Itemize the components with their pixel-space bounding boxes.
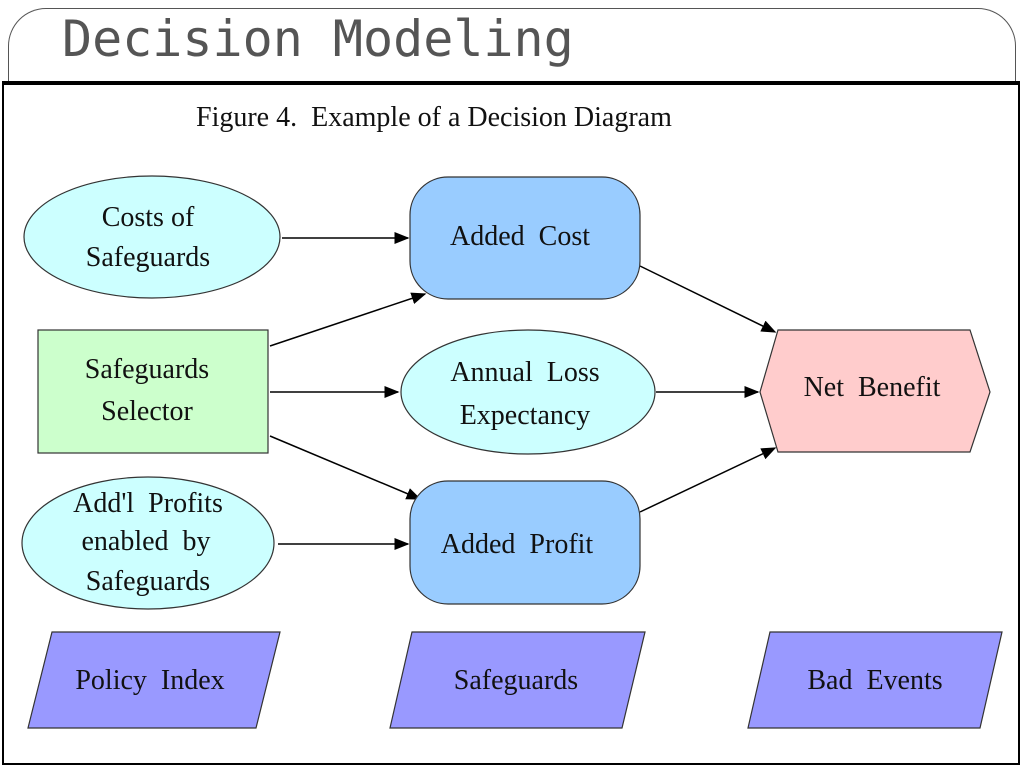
slide-title: Decision Modeling <box>62 10 574 68</box>
node-label: Added Profit <box>441 529 594 560</box>
node-safeguards-selector: Safeguards Selector <box>37 329 269 454</box>
node-shape <box>400 329 656 455</box>
edge-selector-to-added-profit <box>269 435 422 500</box>
edges <box>269 232 777 550</box>
edge-added-cost-to-net-benefit <box>639 265 777 333</box>
node-label: Expectancy <box>460 400 591 431</box>
node-label: Safeguards <box>86 242 210 273</box>
node-policy-index: Policy Index <box>27 631 281 729</box>
node-shape <box>409 480 641 605</box>
node-added-profit: Added Profit <box>409 480 641 605</box>
node-label: Net Benefit <box>804 372 941 403</box>
node-shape <box>27 631 281 729</box>
node-addl-profits: Add'l Profits enabled by Safeguards <box>21 476 275 610</box>
node-shape <box>21 476 275 610</box>
node-safeguards: Safeguards <box>389 631 646 729</box>
edge-selector-to-added-cost <box>269 292 427 347</box>
node-label: Costs of <box>102 202 195 233</box>
node-bad-events: Bad Events <box>747 631 1003 729</box>
figure-caption: Figure 4. Example of a Decision Diagram <box>196 102 672 133</box>
node-shape <box>23 175 281 299</box>
node-label: Selector <box>101 396 193 427</box>
node-shape <box>389 631 646 729</box>
edge-added-profit-to-net-benefit <box>639 447 777 513</box>
node-label: Policy Index <box>75 665 224 696</box>
node-label: Safeguards <box>85 354 209 385</box>
node-annual-loss-expectancy: Annual Loss Expectancy <box>400 329 656 455</box>
slide-frame <box>8 8 1016 128</box>
node-label: Safeguards <box>454 665 578 696</box>
node-shape <box>759 329 991 453</box>
node-net-benefit: Net Benefit <box>759 329 991 453</box>
node-label: Safeguards <box>86 566 210 597</box>
node-costs-of-safeguards: Costs of Safeguards <box>23 175 281 299</box>
node-shape <box>747 631 1003 729</box>
node-label: enabled by <box>81 526 210 557</box>
node-label: Add'l Profits <box>73 488 223 519</box>
node-added-cost: Added Cost <box>409 176 641 300</box>
node-label: Annual Loss <box>450 357 599 388</box>
node-shape <box>409 176 641 300</box>
node-label: Added Cost <box>450 221 590 252</box>
node-label: Bad Events <box>807 665 942 696</box>
node-shape <box>37 329 269 454</box>
